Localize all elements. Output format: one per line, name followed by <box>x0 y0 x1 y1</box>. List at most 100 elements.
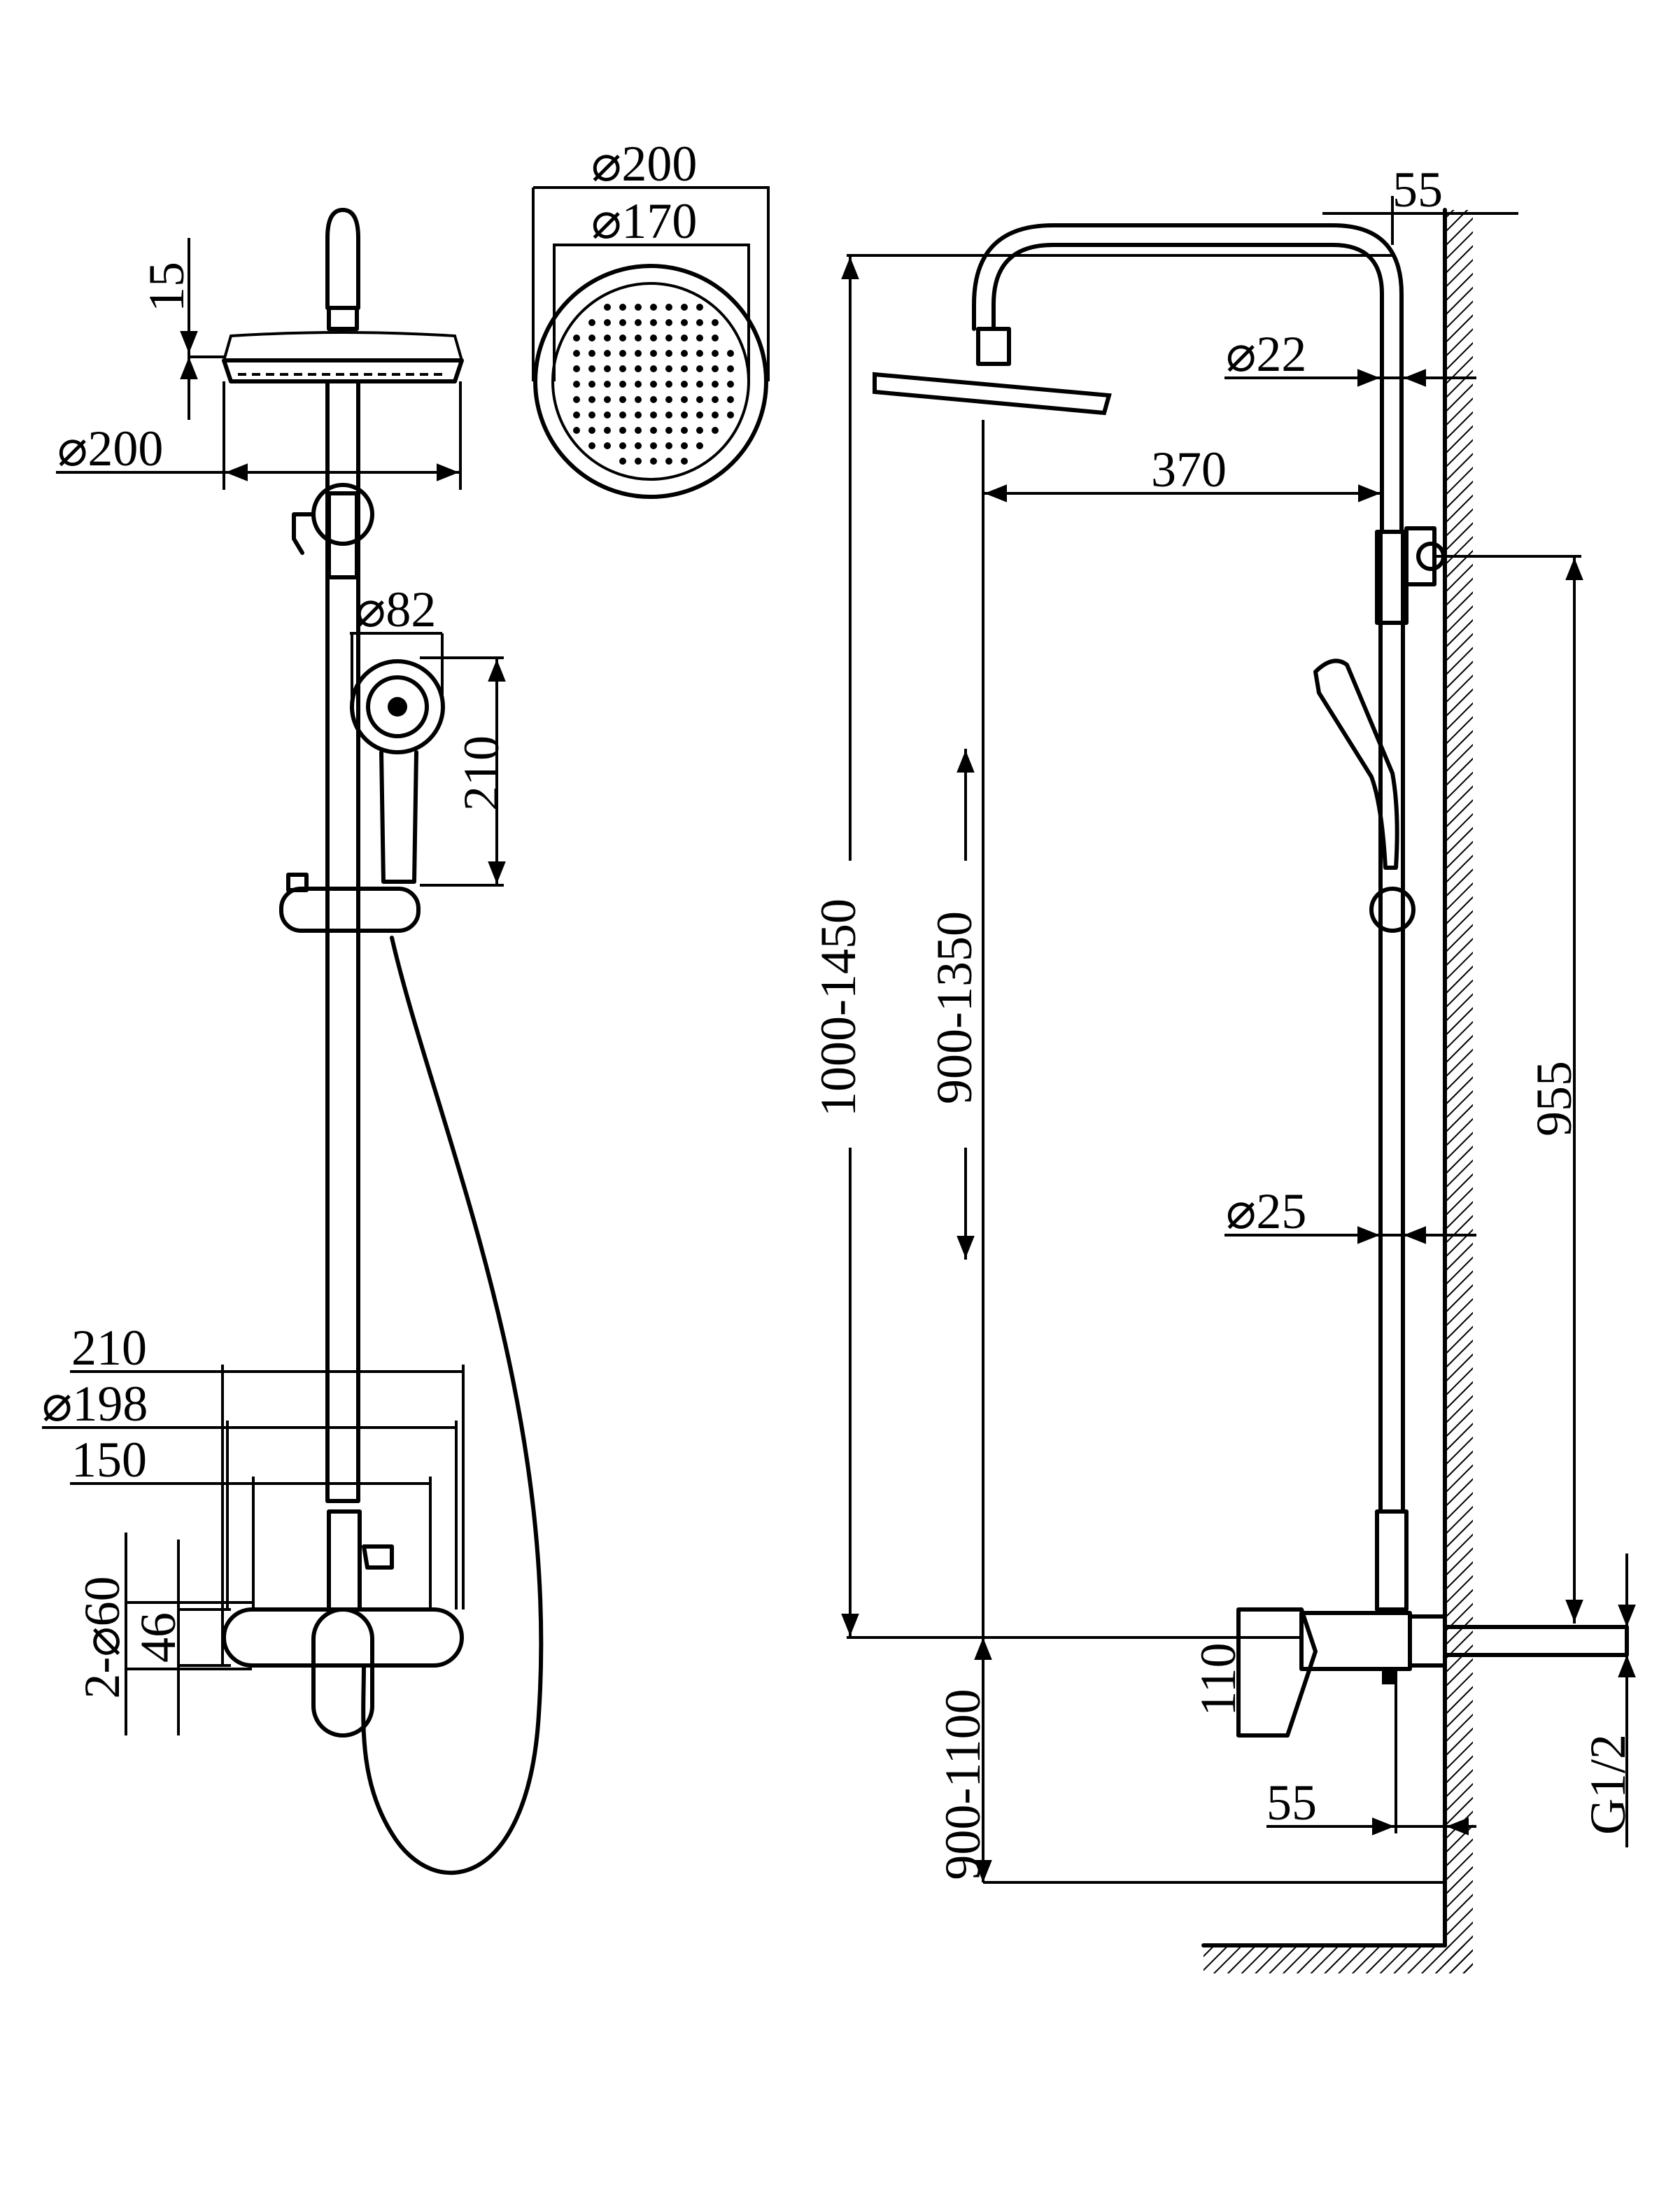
riser-top-cap <box>325 208 360 310</box>
nozzle-grid <box>573 304 734 465</box>
dim-thread-size: G1/2 <box>1580 1734 1636 1835</box>
wall-flange-side <box>1408 1614 1447 1668</box>
nozzle-dot <box>696 350 703 357</box>
dim-arm-tube-diameter: ⌀22 <box>1226 326 1306 382</box>
nozzle-dot <box>681 458 688 465</box>
nozzle-dot <box>573 365 580 372</box>
nozzle-dot <box>588 381 595 388</box>
nozzle-dot <box>712 411 719 418</box>
nozzle-dot <box>712 334 719 341</box>
nozzle-dot <box>681 442 688 449</box>
nozzle-dot <box>635 350 642 357</box>
nozzle-dot <box>619 442 626 449</box>
mixer-lever-front <box>311 1607 374 1738</box>
nozzle-dot <box>619 334 626 341</box>
nozzle-dot <box>650 350 657 357</box>
front-dimensions: 15 ⌀200 ⌀82 210 210 ⌀198 150 <box>42 238 509 1735</box>
nozzle-dot <box>681 304 688 311</box>
nozzle-dot <box>588 396 595 403</box>
shower-head-outer <box>533 264 768 499</box>
nozzle-dot <box>604 411 611 418</box>
nozzle-dot <box>635 411 642 418</box>
nozzle-dot <box>573 381 580 388</box>
nozzle-dot <box>650 381 657 388</box>
nozzle-dot <box>650 427 657 434</box>
slider-bracket <box>279 887 421 933</box>
dim-head-height: 15 <box>139 262 195 312</box>
nozzle-dot <box>712 319 719 326</box>
nozzle-dot <box>604 396 611 403</box>
nozzle-dot <box>604 442 611 449</box>
nozzle-dot <box>573 411 580 418</box>
nozzle-dot <box>619 319 626 326</box>
nozzle-dot <box>619 304 626 311</box>
nozzle-dot <box>696 396 703 403</box>
nozzle-dot <box>696 427 703 434</box>
nozzle-dot <box>665 458 672 465</box>
nozzle-dot <box>681 427 688 434</box>
nozzle-dot <box>681 381 688 388</box>
front-view <box>222 208 544 1875</box>
nozzle-dot <box>619 350 626 357</box>
nozzle-dot <box>619 427 626 434</box>
nozzle-dot <box>588 442 595 449</box>
nozzle-dot <box>619 365 626 372</box>
nozzle-dot <box>619 411 626 418</box>
nozzle-dot <box>604 334 611 341</box>
nozzle-dot <box>650 458 657 465</box>
nozzle-dot <box>588 350 595 357</box>
nozzle-dot <box>604 365 611 372</box>
dim-arm-reach: 370 <box>1151 442 1227 498</box>
nozzle-dot <box>650 365 657 372</box>
nozzle-dot <box>696 411 703 418</box>
nozzle-dot <box>635 334 642 341</box>
nozzle-dot <box>635 365 642 372</box>
nozzle-dot <box>588 319 595 326</box>
nozzle-dot <box>696 319 703 326</box>
nozzle-dot <box>573 334 580 341</box>
nozzle-dot <box>665 396 672 403</box>
nozzle-dot <box>573 396 580 403</box>
nozzle-dot <box>573 350 580 357</box>
nozzle-dot <box>650 442 657 449</box>
nozzle-dot <box>635 427 642 434</box>
dim-mixer-depth: 150 <box>71 1432 147 1488</box>
nozzle-dot <box>727 381 734 388</box>
dim-head-diameter: ⌀200 <box>57 421 163 477</box>
nozzle-dot <box>696 365 703 372</box>
nozzle-dot <box>712 350 719 357</box>
dim-wall-offset-bottom: 55 <box>1266 1775 1317 1831</box>
head-connector <box>327 306 359 331</box>
nozzle-dot <box>681 411 688 418</box>
nozzle-dot <box>635 442 642 449</box>
hand-shower-head <box>350 659 445 754</box>
nozzle-dot <box>727 365 734 372</box>
nozzle-dot <box>650 396 657 403</box>
nozzle-dot <box>588 365 595 372</box>
nozzle-dot <box>604 427 611 434</box>
nozzle-dot <box>712 427 719 434</box>
dim-total-height: 1000-1450 <box>810 899 866 1117</box>
nozzle-dot <box>665 304 672 311</box>
riser-pipe-front <box>325 379 360 1503</box>
dim-mixer-height: 110 <box>1190 1642 1246 1716</box>
nozzle-dot <box>727 411 734 418</box>
nozzle-dot <box>588 334 595 341</box>
dim-flange-height: 46 <box>130 1612 186 1663</box>
nozzle-dot <box>588 411 595 418</box>
nozzle-dot <box>665 381 672 388</box>
dim-bracket-spacing: 955 <box>1526 1061 1582 1136</box>
shower-head-side <box>873 372 1112 416</box>
top-view: ⌀200 ⌀170 <box>532 136 770 499</box>
nozzle-dot <box>681 319 688 326</box>
nozzle-dot <box>650 304 657 311</box>
nozzle-dot <box>619 396 626 403</box>
nozzle-dot <box>650 411 657 418</box>
dim-inner-diameter: ⌀170 <box>591 193 697 249</box>
wall-hatch <box>1445 210 1473 1973</box>
nozzle-dot <box>604 304 611 311</box>
arm-nozzle <box>976 327 1011 366</box>
nozzle-dot <box>665 442 672 449</box>
nozzle-dot <box>681 334 688 341</box>
